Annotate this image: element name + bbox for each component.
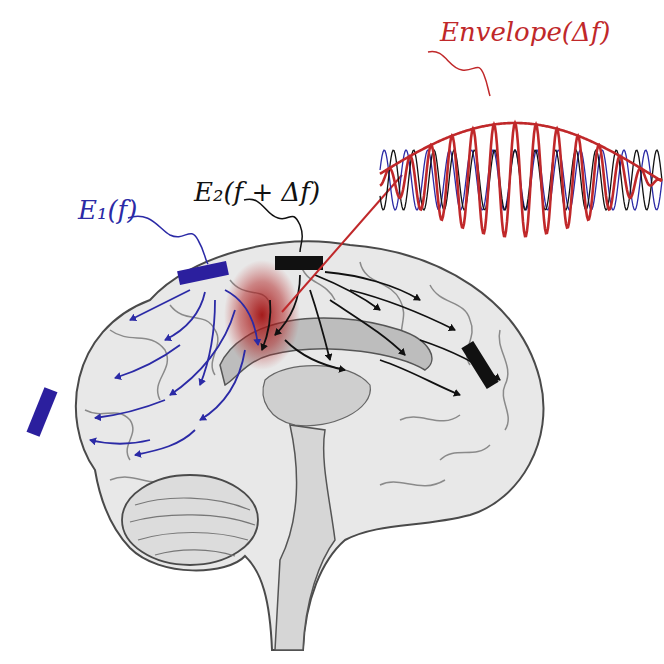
- waveform: [380, 123, 662, 236]
- brain: [76, 241, 544, 650]
- signal-label: Envelope(Δf): [440, 18, 611, 47]
- thalamus: [263, 366, 370, 426]
- signal-label: E₁(f): [78, 196, 137, 225]
- focus-region: [224, 260, 300, 370]
- electrode-e1: [177, 261, 229, 285]
- field-lines-e2: [262, 272, 500, 395]
- leader-line: [128, 216, 208, 264]
- brainstem: [275, 425, 335, 650]
- leader-line: [244, 199, 302, 252]
- field-lines-e1: [90, 290, 258, 455]
- electrode-e1: [27, 387, 58, 437]
- electrode-e2: [275, 256, 323, 270]
- signal-label: E₂(f + Δf): [194, 178, 320, 207]
- electrode-e2: [461, 341, 498, 389]
- cerebellum: [122, 475, 258, 565]
- leader-line: [428, 51, 490, 96]
